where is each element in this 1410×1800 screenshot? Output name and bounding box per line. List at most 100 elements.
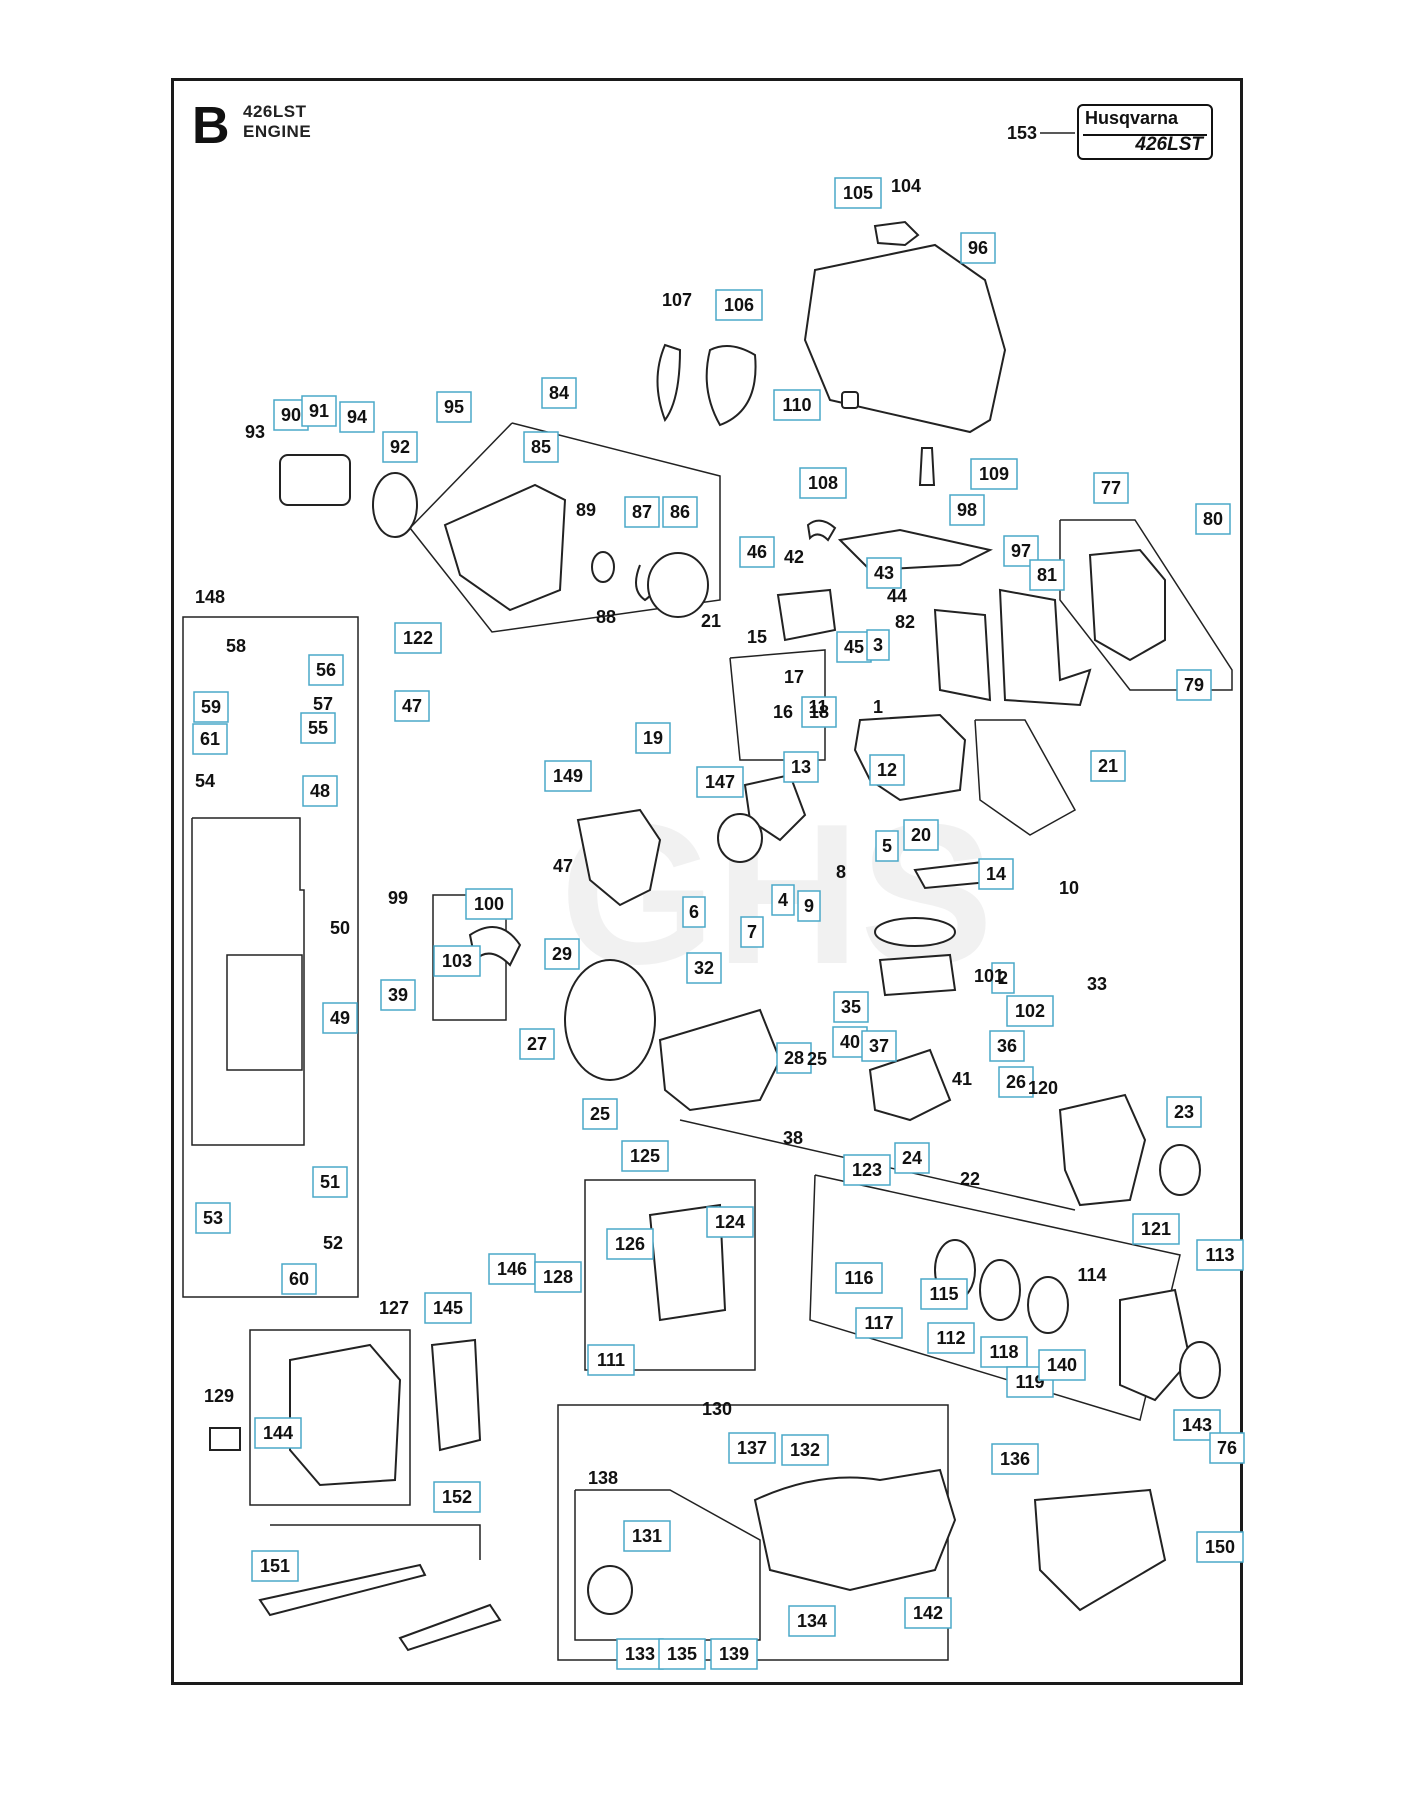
callout-129: 129: [204, 1386, 234, 1406]
clip-110-part: [841, 391, 859, 409]
ignition-module-42-part: [776, 588, 837, 642]
group-48-outline: [191, 817, 305, 1146]
group-84-outline: [409, 422, 721, 633]
wire-clip-107-part: [656, 343, 682, 423]
callout-133: 133: [625, 1644, 655, 1664]
callout-35: 35: [841, 997, 861, 1017]
callout-box-123: [843, 1154, 891, 1186]
callout-110: 110: [782, 395, 811, 415]
brand-logo: Husqvarna: [1085, 108, 1179, 128]
callout-box-47: [394, 690, 430, 722]
callout-121: 121: [1141, 1219, 1171, 1239]
callout-box-55: [300, 712, 336, 744]
callout-1: 1: [873, 697, 883, 717]
callout-47: 47: [553, 856, 573, 876]
callout-box-118: [980, 1336, 1028, 1368]
callout-box-45: [836, 631, 872, 663]
callout-19: 19: [643, 728, 663, 748]
callout-40: 40: [840, 1032, 860, 1052]
callout-48: 48: [310, 781, 330, 801]
callout-119: 119: [1015, 1372, 1044, 1392]
callout-109: 109: [979, 464, 1009, 484]
callout-box-87: [624, 496, 660, 528]
group-111-outline: [809, 1174, 1181, 1421]
callout-107: 107: [662, 290, 692, 310]
group-150-outline: [270, 1524, 481, 1560]
callout-125: 125: [630, 1146, 660, 1166]
callout-53: 53: [203, 1208, 223, 1228]
callout-13: 13: [791, 757, 811, 777]
callout-box-136: [991, 1443, 1039, 1475]
callout-box-139: [710, 1638, 758, 1670]
callout-box-37: [861, 1030, 897, 1062]
callout-26: 26: [1006, 1072, 1026, 1092]
piston-32-part: [878, 953, 957, 997]
callout-88: 88: [596, 607, 616, 627]
callout-96: 96: [968, 238, 988, 258]
callout-29: 29: [552, 944, 572, 964]
callout-6: 6: [689, 902, 699, 922]
callout-box-48: [302, 775, 338, 807]
callout-box-105: [834, 177, 882, 209]
callout-148: 148: [195, 587, 225, 607]
spark-plug-109-part: [918, 447, 936, 486]
group-15-outline: [729, 649, 826, 761]
callout-153: 153: [1007, 123, 1037, 143]
callout-box-132: [781, 1434, 829, 1466]
callout-142: 142: [913, 1603, 943, 1623]
callout-44: 44: [887, 586, 907, 606]
callout-139: 139: [719, 1644, 749, 1664]
callout-box-117: [855, 1307, 903, 1339]
callout-box-134: [788, 1605, 836, 1637]
callout-box-12: [869, 754, 905, 786]
callout-4: 4: [778, 890, 788, 910]
callout-box-27: [519, 1028, 555, 1060]
callout-28: 28: [784, 1048, 804, 1068]
model-title: 426LST: [243, 102, 307, 121]
callout-118: 118: [989, 1342, 1018, 1362]
drum-86-part: [647, 552, 709, 618]
callout-105: 105: [843, 183, 873, 203]
callout-box-2: [991, 962, 1015, 994]
callout-25: 25: [590, 1104, 610, 1124]
callout-box-140: [1038, 1349, 1086, 1381]
callout-box-23: [1166, 1096, 1202, 1128]
callout-25: 25: [807, 1049, 827, 1069]
callout-93: 93: [245, 422, 265, 442]
callout-126: 126: [615, 1234, 645, 1254]
callout-117: 117: [864, 1313, 893, 1333]
callout-32: 32: [694, 958, 714, 978]
brand-model: 426LST: [1135, 134, 1203, 155]
callout-97: 97: [1011, 541, 1031, 561]
callout-14: 14: [986, 864, 1006, 884]
fuel-tank-130-part: [753, 1468, 957, 1592]
callout-92: 92: [390, 437, 410, 457]
starter-housing-part: [1119, 1288, 1192, 1402]
callout-box-110: [773, 389, 821, 421]
callout-box-145: [424, 1292, 472, 1324]
callout-box-86: [662, 496, 698, 528]
callout-8: 8: [836, 862, 846, 882]
callout-15: 15: [747, 627, 767, 647]
section-letter: B: [192, 97, 230, 155]
callout-box-152: [433, 1481, 481, 1513]
callout-54: 54: [195, 771, 215, 791]
callout-55: 55: [308, 718, 328, 738]
callout-80: 80: [1203, 509, 1223, 529]
callout-box-85: [523, 431, 559, 463]
callout-84: 84: [549, 383, 569, 403]
callout-152: 152: [442, 1487, 472, 1507]
callout-box-13: [783, 751, 819, 783]
callout-box-46: [739, 536, 775, 568]
callout-box-26: [998, 1066, 1034, 1098]
callout-box-112: [927, 1322, 975, 1354]
badge-divider: [1083, 134, 1207, 136]
callout-box-96: [960, 232, 996, 264]
callout-90: 90: [281, 405, 301, 425]
callout-box-49: [322, 1002, 358, 1034]
callout-22: 22: [960, 1169, 980, 1189]
callout-51: 51: [320, 1172, 340, 1192]
callout-box-106: [715, 289, 763, 321]
